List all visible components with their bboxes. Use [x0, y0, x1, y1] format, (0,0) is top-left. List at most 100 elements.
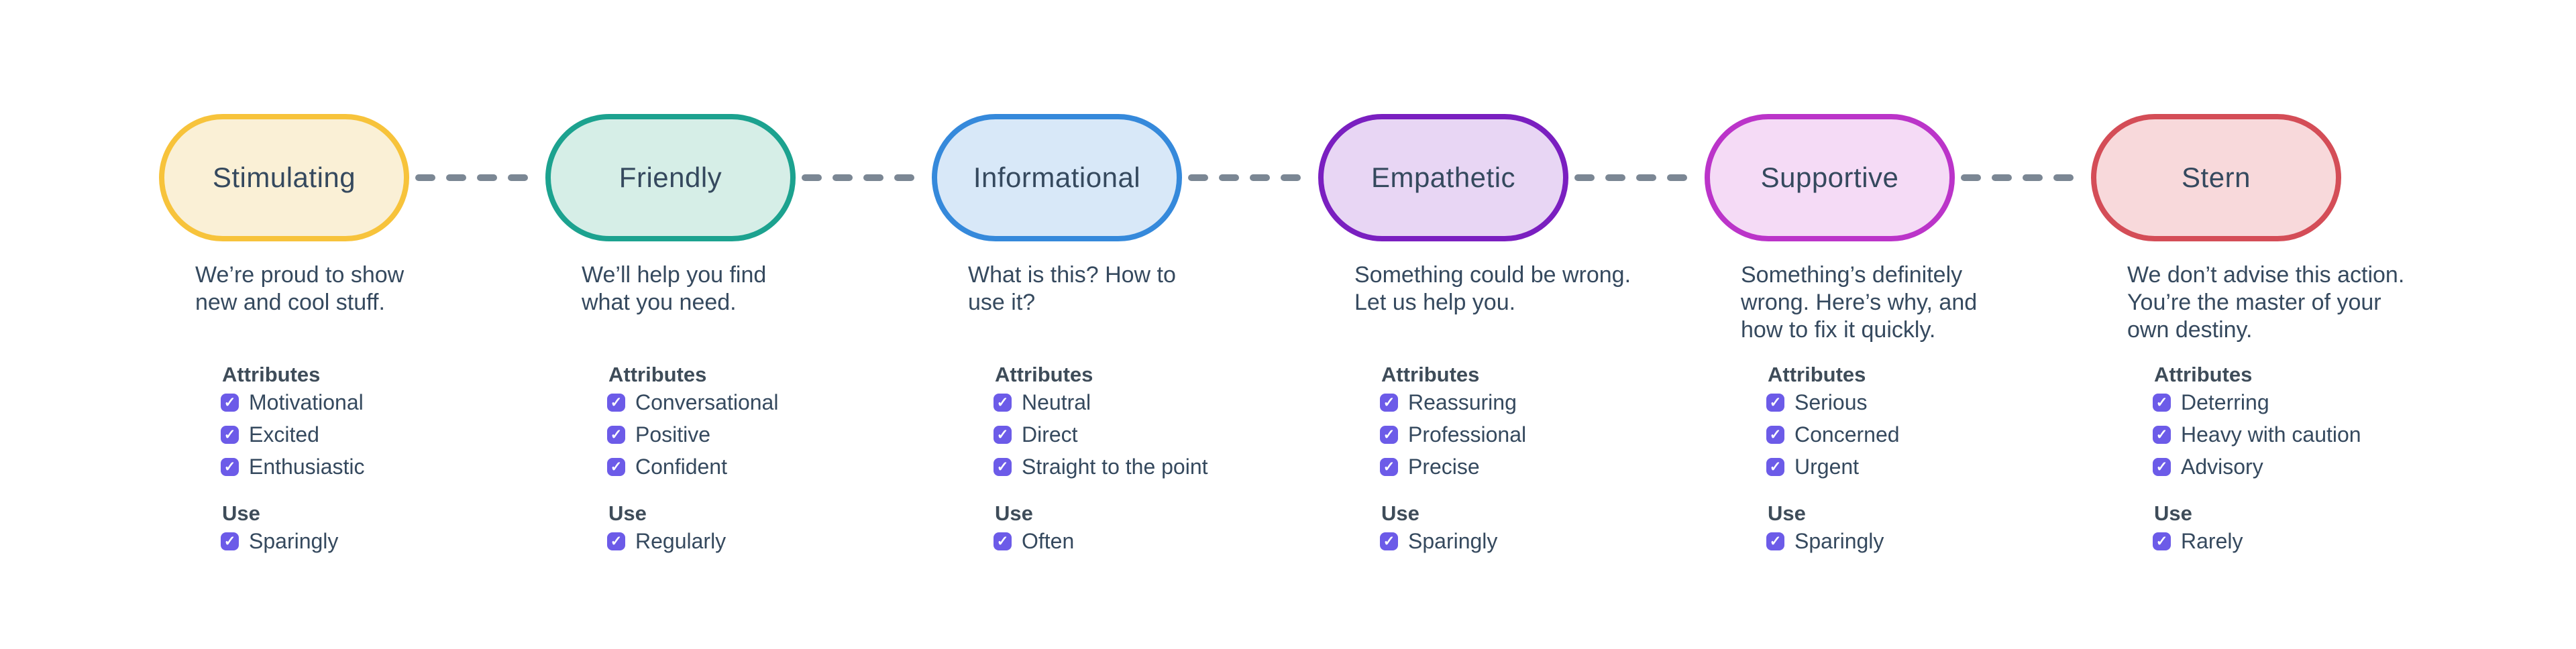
tone-description: We’re proud to show new and cool stuff. [195, 262, 405, 315]
checkbox-checked-icon[interactable]: ✓ [2153, 532, 2171, 550]
use-header: Use [222, 501, 260, 525]
attribute-item: ✓ Confident [607, 454, 932, 479]
tone-column-empathetic: Empathetic Something could be wrong. Let… [1318, 114, 1705, 562]
pill-row: Friendly [545, 114, 932, 241]
attribute-item: ✓ Motivational [221, 390, 545, 414]
checkbox-checked-icon[interactable]: ✓ [2153, 393, 2171, 412]
tone-label: Supportive [1760, 162, 1899, 193]
use-header: Use [1381, 501, 1419, 525]
attributes-header: Attributes [608, 363, 707, 386]
tone-label: Friendly [619, 162, 722, 193]
tone-label: Stern [2182, 162, 2251, 193]
attribute-label: Neutral [1022, 390, 1091, 414]
use-label: Sparingly [249, 528, 339, 553]
checkbox-checked-icon[interactable]: ✓ [1380, 425, 1398, 444]
use-item: ✓ Sparingly [1380, 529, 1705, 553]
checkbox-checked-icon[interactable]: ✓ [1380, 393, 1398, 412]
tone-column-stimulating: Stimulating We’re proud to show new and … [159, 114, 545, 562]
tone-label: Informational [973, 162, 1141, 193]
attribute-item: ✓ Precise [1380, 454, 1705, 479]
attribute-label: Positive [635, 422, 711, 447]
attribute-item: ✓ Deterring [2153, 390, 2477, 414]
checkbox-checked-icon[interactable]: ✓ [221, 425, 239, 444]
checkbox-checked-icon[interactable]: ✓ [221, 393, 239, 412]
attribute-label: Straight to the point [1022, 454, 1208, 479]
use-header: Use [2154, 501, 2192, 525]
tone-pill-friendly: Friendly [545, 114, 796, 241]
checkbox-checked-icon[interactable]: ✓ [994, 457, 1012, 476]
tone-column-stern: Stern We don’t advise this action. You’r… [2091, 114, 2477, 562]
attribute-label: Concerned [1794, 422, 1900, 447]
checkbox-checked-icon[interactable]: ✓ [994, 425, 1012, 444]
attributes-header: Attributes [1768, 363, 1866, 386]
pill-row: Empathetic [1318, 114, 1705, 241]
attribute-label: Heavy with caution [2181, 422, 2361, 447]
tone-row: Stimulating We’re proud to show new and … [159, 114, 2477, 562]
tone-column-informational: Informational What is this? How to use i… [932, 114, 1318, 562]
tone-description: What is this? How to use it? [968, 262, 1176, 315]
checkbox-checked-icon[interactable]: ✓ [1766, 532, 1784, 550]
attribute-item: ✓ Urgent [1766, 455, 2091, 479]
checkbox-checked-icon[interactable]: ✓ [607, 532, 625, 550]
connector-dashed-line [1961, 174, 2084, 181]
use-label: Regularly [635, 528, 727, 553]
checkbox-checked-icon[interactable]: ✓ [2153, 457, 2171, 476]
connector-dashed-line [415, 174, 538, 181]
attribute-item: ✓ Advisory [2153, 455, 2477, 479]
tone-description: Something could be wrong. Let us help yo… [1354, 262, 1631, 315]
attribute-item: ✓ Positive [607, 422, 932, 447]
attribute-label: Excited [249, 422, 319, 447]
tone-pill-stimulating: Stimulating [159, 114, 409, 241]
tone-column-supportive: Supportive Something’s definitely wrong.… [1705, 114, 2091, 562]
checkbox-checked-icon[interactable]: ✓ [1766, 393, 1784, 412]
use-label: Sparingly [1794, 528, 1884, 553]
checkbox-checked-icon[interactable]: ✓ [607, 457, 625, 476]
attribute-label: Enthusiastic [249, 454, 365, 479]
attribute-item: ✓ Neutral [994, 390, 1318, 414]
attributes-header: Attributes [222, 363, 321, 386]
tone-pill-informational: Informational [932, 114, 1182, 241]
use-item: ✓ Regularly [607, 528, 932, 553]
attributes-header: Attributes [2154, 363, 2253, 386]
pill-row: Stern [2091, 114, 2477, 241]
connector-dashed-line [802, 174, 924, 181]
use-label: Rarely [2181, 528, 2243, 553]
tone-label: Empathetic [1371, 162, 1516, 193]
attribute-label: Deterring [2181, 390, 2269, 414]
pill-row: Stimulating [159, 114, 545, 241]
tone-pill-empathetic: Empathetic [1318, 114, 1568, 241]
attribute-item: ✓ Excited [221, 422, 545, 447]
checkbox-checked-icon[interactable]: ✓ [994, 393, 1012, 412]
checkbox-checked-icon[interactable]: ✓ [994, 532, 1012, 550]
attribute-label: Direct [1022, 422, 1078, 447]
checkbox-checked-icon[interactable]: ✓ [221, 457, 239, 476]
checkbox-checked-icon[interactable]: ✓ [1380, 532, 1398, 550]
use-header: Use [995, 501, 1033, 525]
attribute-label: Conversational [635, 390, 779, 414]
attribute-label: Precise [1408, 454, 1480, 479]
use-label: Often [1022, 528, 1075, 553]
tone-description: We don’t advise this action. You’re the … [2127, 262, 2405, 343]
pill-row: Supportive [1705, 114, 2091, 241]
attribute-label: Motivational [249, 390, 364, 414]
attribute-label: Confident [635, 454, 727, 479]
checkbox-checked-icon[interactable]: ✓ [607, 425, 625, 444]
attribute-item: ✓ Direct [994, 422, 1318, 447]
checkbox-checked-icon[interactable]: ✓ [221, 532, 239, 550]
connector-dashed-line [1574, 174, 1697, 181]
attribute-label: Serious [1794, 390, 1868, 414]
tone-pill-supportive: Supportive [1705, 114, 1955, 241]
connector-dashed-line [1188, 174, 1311, 181]
checkbox-checked-icon[interactable]: ✓ [1766, 425, 1784, 444]
attribute-item: ✓ Straight to the point [994, 454, 1318, 479]
attribute-item: ✓ Heavy with caution [2153, 422, 2477, 447]
checkbox-checked-icon[interactable]: ✓ [1380, 457, 1398, 476]
checkbox-checked-icon[interactable]: ✓ [1766, 457, 1784, 476]
checkbox-checked-icon[interactable]: ✓ [2153, 425, 2171, 444]
tone-description: Something’s definitely wrong. Here’s why… [1741, 262, 1978, 343]
checkbox-checked-icon[interactable]: ✓ [607, 393, 625, 412]
tone-column-friendly: Friendly We’ll help you find what you ne… [545, 114, 932, 562]
attribute-item: ✓ Conversational [607, 390, 932, 414]
use-item: ✓ Often [994, 528, 1318, 553]
